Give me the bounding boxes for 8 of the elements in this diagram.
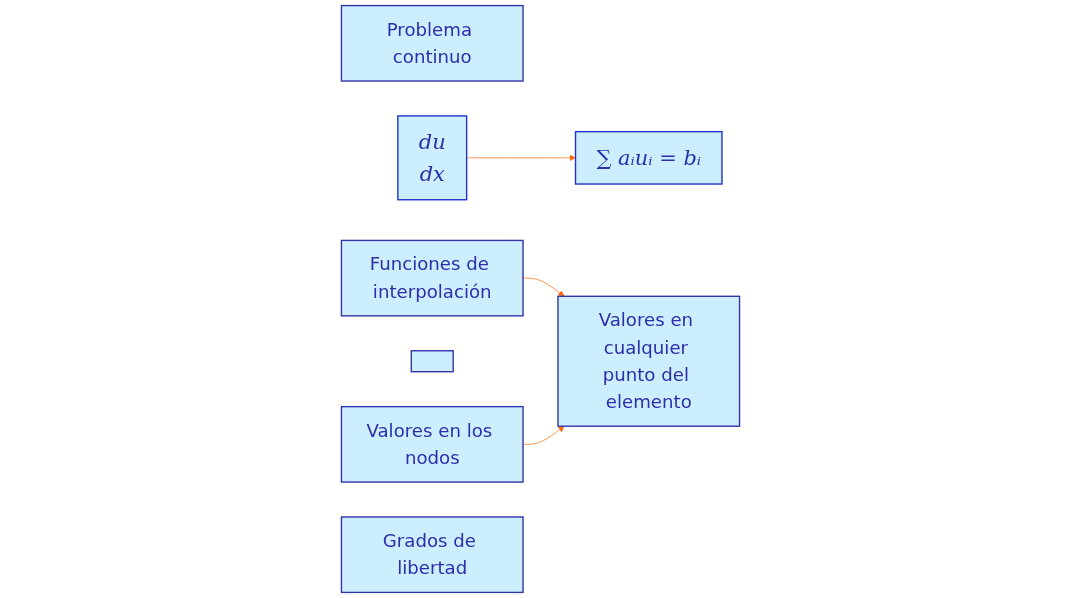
node-box: Valores en los nodos bbox=[340, 405, 524, 483]
node-box: du dx bbox=[397, 115, 468, 201]
node-box: Valores en cualquier punto del elemento bbox=[557, 295, 741, 427]
node-box: Grados de libertad bbox=[340, 516, 524, 594]
node-box: Problema continuo bbox=[340, 4, 524, 82]
node-box: Funciones de interpolación bbox=[340, 239, 524, 317]
node-box bbox=[410, 350, 454, 373]
node-box: ∑ aᵢuᵢ = bᵢ bbox=[574, 130, 723, 185]
